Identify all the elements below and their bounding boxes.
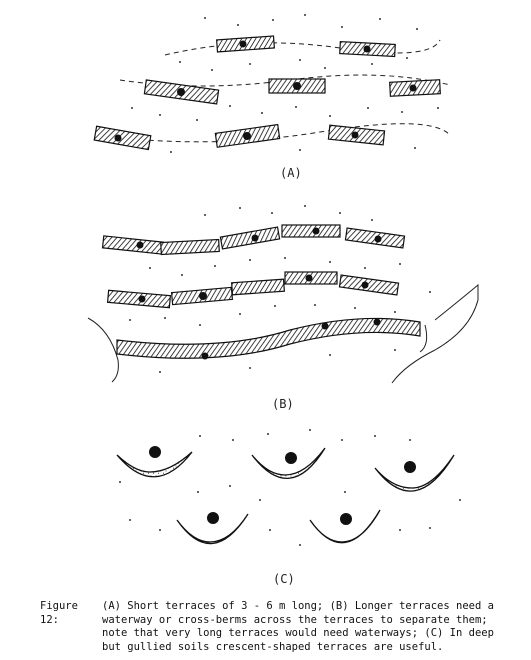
figure-caption: Figure 12: (A) Short terraces of 3 - 6 m … (40, 600, 510, 654)
panel-c-label: (C) (273, 572, 295, 586)
crescent-terraces (116, 447, 455, 545)
terrace-strips (93, 35, 441, 151)
panel-b-drawing (87, 205, 479, 384)
panel-a-label: (A) (280, 166, 302, 180)
plant-marks (149, 446, 416, 525)
caption-text: (A) Short terraces of 3 - 6 m long; (B) … (102, 600, 494, 653)
plant-marks (136, 227, 382, 360)
plant-marks (114, 40, 417, 142)
panel-c-drawing (116, 429, 461, 546)
hillside-outline (87, 283, 479, 384)
caption-head: Figure 12: (40, 600, 78, 626)
panel-a-drawing (93, 14, 451, 153)
soil-dots (119, 429, 461, 546)
panel-b-label: (B) (272, 397, 294, 411)
soil-dots (129, 205, 431, 373)
soil-dots (131, 14, 439, 153)
terrace-diagram: (A) (87, 14, 479, 586)
terrace-strips (101, 224, 421, 359)
